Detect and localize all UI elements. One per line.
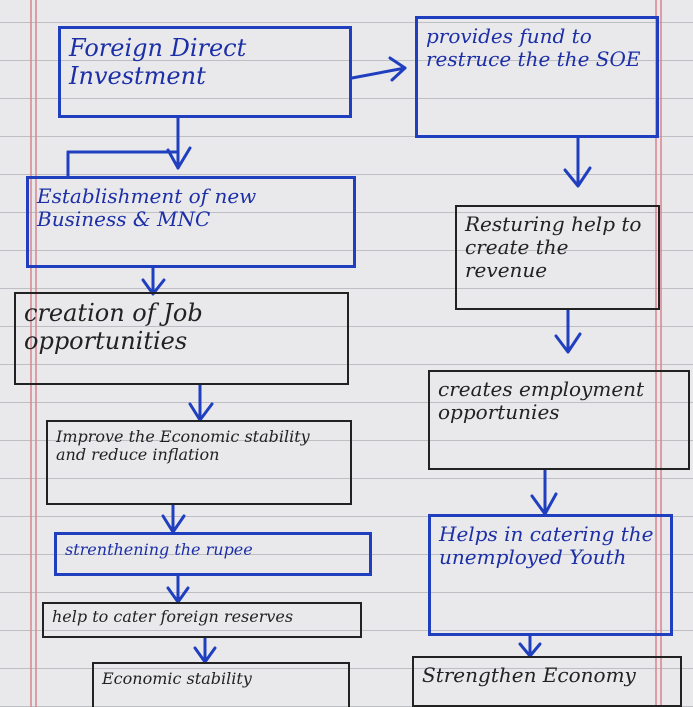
node-restructuring-revenue: Resturing help to create the revenue bbox=[455, 205, 660, 310]
margin-line-left-2 bbox=[35, 0, 37, 707]
node-employment-opportunities: creates employment opportunies bbox=[428, 370, 690, 470]
node-fdi: Foreign Direct Investment bbox=[58, 26, 352, 118]
margin-line-right bbox=[655, 0, 657, 707]
margin-line-right-2 bbox=[660, 0, 662, 707]
node-strengthen-rupee-label: strenthening the rupee bbox=[65, 540, 253, 559]
node-job-creation-label: creation of Job opportunities bbox=[24, 299, 203, 355]
node-employment-opportunities-label: creates employment opportunies bbox=[438, 377, 645, 424]
node-strengthen-rupee: strenthening the rupee bbox=[54, 532, 372, 576]
node-restructuring-revenue-label: Resturing help to create the revenue bbox=[465, 212, 642, 282]
node-improve-stability: Improve the Economic stability and reduc… bbox=[46, 420, 352, 505]
node-economic-stability-label: Economic stability bbox=[102, 669, 252, 688]
node-fund-soe: provides fund to restruce the the SOE bbox=[415, 16, 659, 138]
node-foreign-reserves: help to cater foreign reserves bbox=[42, 602, 362, 638]
node-strengthen-economy: Strengthen Economy bbox=[412, 656, 682, 707]
node-establishment: Establishment of new Business & MNC bbox=[26, 176, 356, 268]
node-job-creation: creation of Job opportunities bbox=[14, 292, 349, 385]
node-fund-soe-label: provides fund to restruce the the SOE bbox=[426, 24, 641, 71]
node-establishment-label: Establishment of new Business & MNC bbox=[37, 184, 257, 231]
node-unemployed-youth: Helps in catering the unemployed Youth bbox=[428, 514, 673, 636]
node-strengthen-economy-label: Strengthen Economy bbox=[422, 663, 636, 687]
margin-line-left bbox=[30, 0, 32, 707]
node-unemployed-youth-label: Helps in catering the unemployed Youth bbox=[439, 522, 654, 569]
node-economic-stability: Economic stability bbox=[92, 662, 350, 707]
node-foreign-reserves-label: help to cater foreign reserves bbox=[52, 607, 294, 626]
node-fdi-label: Foreign Direct Investment bbox=[69, 34, 247, 90]
node-improve-stability-label: Improve the Economic stability and reduc… bbox=[56, 427, 310, 465]
